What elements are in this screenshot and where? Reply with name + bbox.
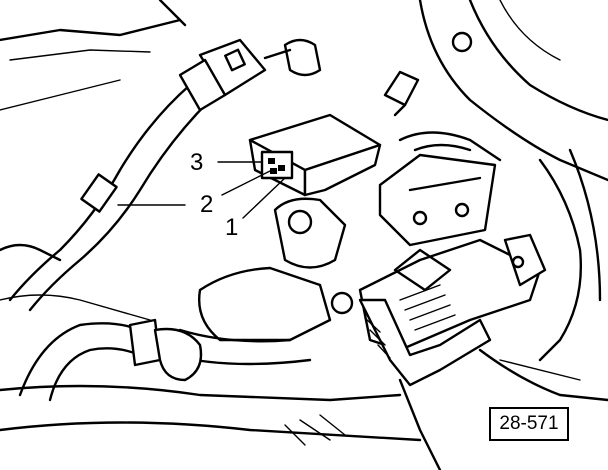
upper-connector-plug — [178, 38, 322, 112]
lower-hose — [18, 318, 203, 402]
callout-2: 2 — [200, 191, 213, 218]
sensor-block — [378, 131, 502, 247]
callout-3: 3 — [190, 149, 203, 176]
callout-leaders — [217, 161, 286, 219]
injector-assembly — [168, 197, 547, 387]
cable-harness — [0, 83, 212, 312]
small-bracket — [383, 70, 420, 117]
figure-reference-label: 28-571 — [489, 407, 569, 441]
callout-1: 1 — [225, 214, 238, 241]
central-connector — [248, 113, 382, 197]
